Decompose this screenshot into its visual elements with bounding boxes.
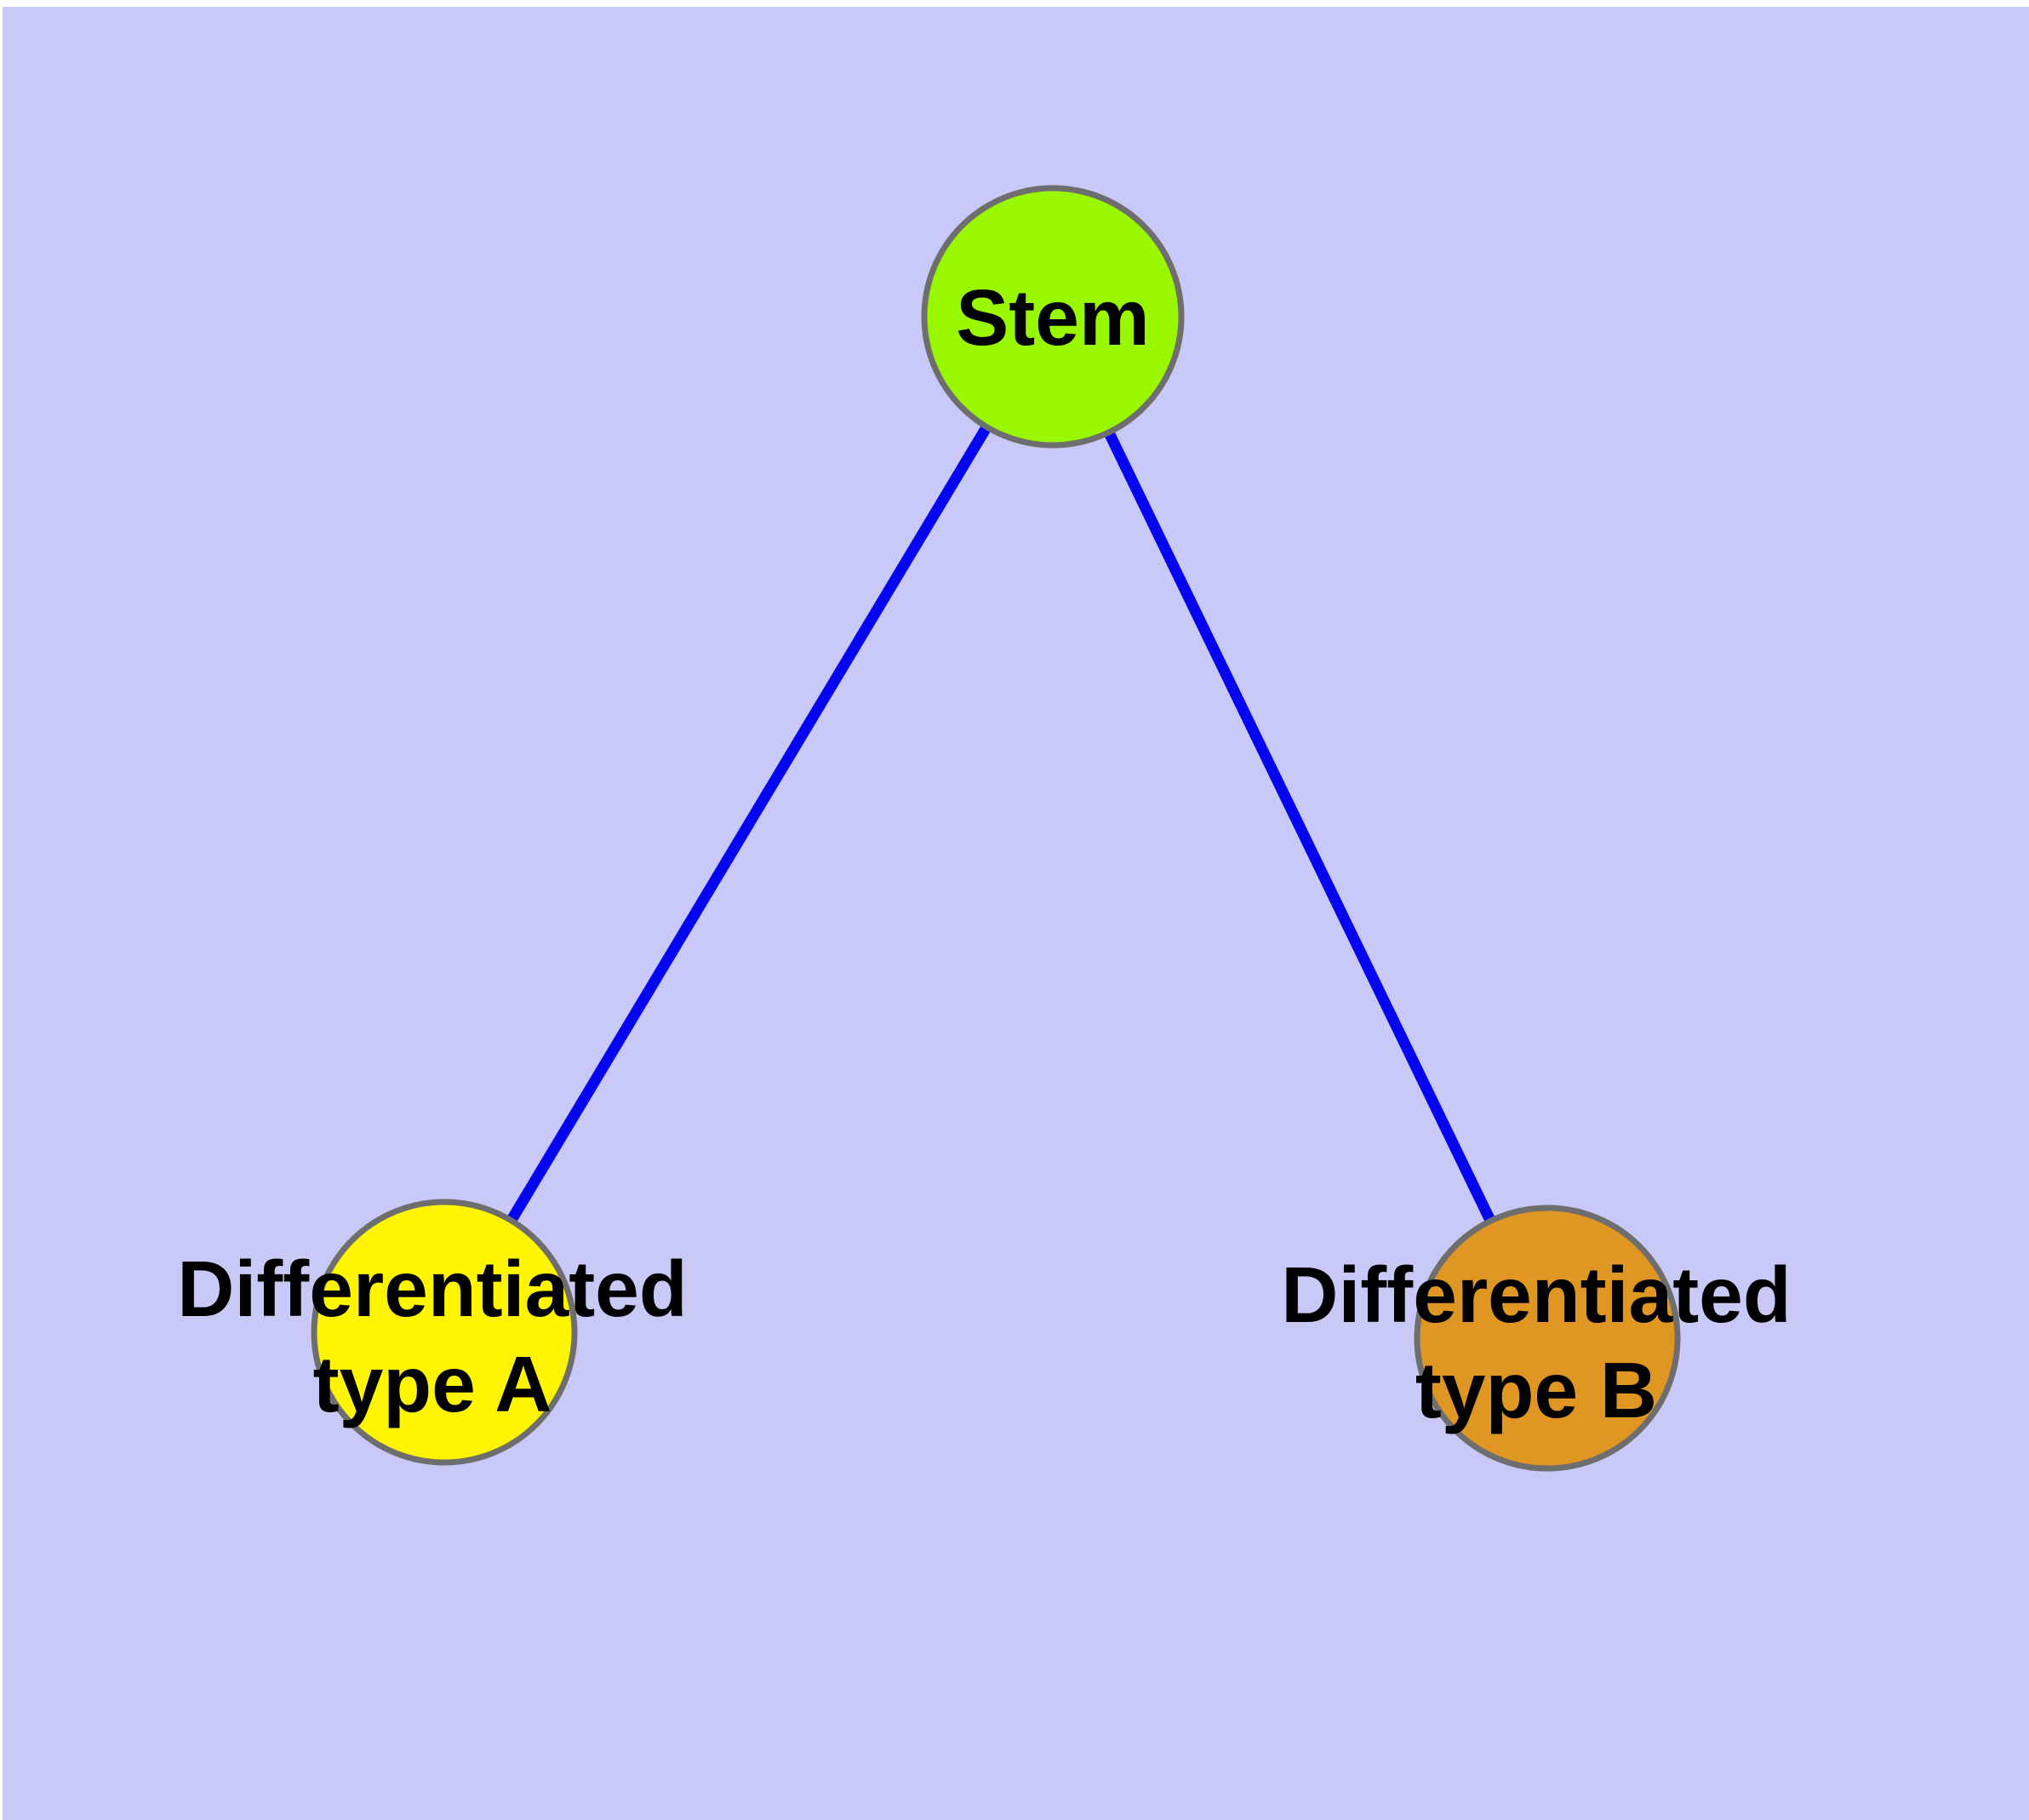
node-type-a-label-line1: Differentiated	[177, 1245, 687, 1333]
edge-stem-to-type-b	[1048, 314, 1552, 1341]
node-type-a-label-line2: type A	[313, 1340, 552, 1428]
node-type-a-circle	[311, 1199, 578, 1466]
node-stem-label: Stem	[956, 273, 1149, 362]
node-type-b-label-line1: Differentiated	[1281, 1251, 1791, 1339]
node-type-b-circle	[1414, 1205, 1681, 1472]
node-type-b-label-line2: type B	[1415, 1346, 1657, 1434]
node-stem-circle	[921, 185, 1185, 449]
edge-stem-to-type-a	[439, 313, 1058, 1336]
